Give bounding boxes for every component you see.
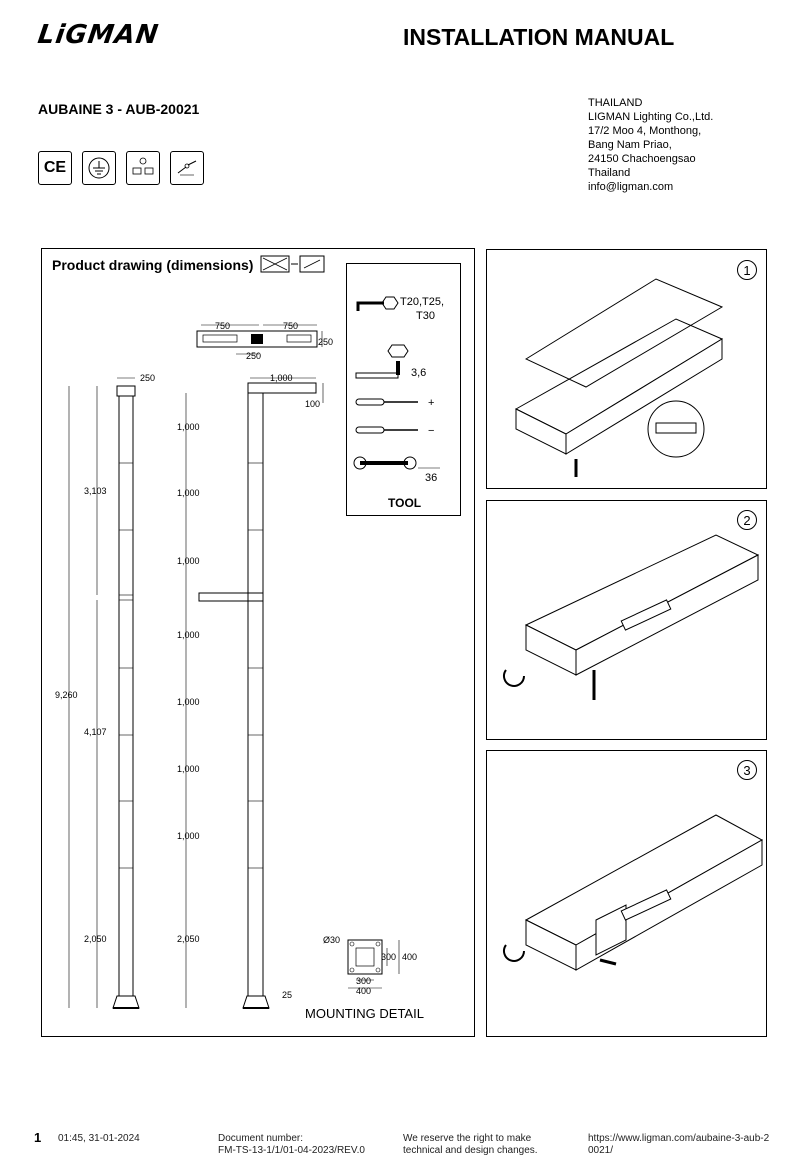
mounting-detail-label: MOUNTING DETAIL	[305, 1006, 424, 1021]
dim-label: 1,000	[177, 630, 200, 640]
drawing-title: Product drawing (dimensions)	[52, 257, 254, 273]
hex-size-label: 3,6	[411, 367, 427, 379]
dim-label: 250	[318, 337, 334, 347]
product-url-link[interactable]: https://www.ligman.com/aubaine-3-aub-2 0…	[588, 1133, 769, 1157]
dim-label: 1,000	[177, 488, 200, 498]
step-number: 1	[737, 260, 757, 280]
wrench-size-label: 36	[425, 472, 438, 484]
dim-label: 400	[402, 952, 418, 962]
step-2-illustration	[503, 534, 760, 700]
address-line: 17/2 Moo 4, Monthong,	[588, 125, 702, 137]
step-number: 2	[737, 510, 757, 530]
address-line: Thailand	[588, 167, 631, 179]
dim-label: 25	[282, 990, 293, 1000]
dim-label: 750	[283, 321, 299, 331]
flat-symbol: −	[428, 425, 435, 437]
dim-label: 1,000	[177, 764, 200, 774]
dim-label: 2,050	[177, 934, 200, 944]
pole-dimension-drawing	[68, 324, 400, 1009]
phillips-symbol: +	[428, 397, 435, 409]
dim-label: 1,000	[177, 831, 200, 841]
torx-label: T20,T25,	[400, 296, 445, 308]
rights-notice: We reserve the right to make technical a…	[403, 1133, 538, 1157]
dim-label: 3,103	[84, 486, 107, 496]
tool-illustrations	[353, 296, 440, 470]
dim-label: 1,000	[177, 556, 200, 566]
step-3-illustration	[503, 814, 764, 971]
print-datetime: 01:45, 31-01-2024	[58, 1133, 140, 1144]
dim-label: 9,260	[55, 690, 78, 700]
tools-info-icon	[170, 151, 204, 185]
step-number: 3	[737, 760, 757, 780]
dim-label: 1,000	[177, 697, 200, 707]
dim-label: 300	[381, 952, 397, 962]
address-line: LIGMAN Lighting Co.,Ltd.	[588, 111, 714, 123]
dim-label: 1,000	[270, 373, 293, 383]
dim-label: 300	[356, 976, 372, 986]
ce-mark-icon: CE	[38, 151, 72, 185]
earth-ground-icon	[82, 151, 116, 185]
step-panel-2	[486, 500, 767, 740]
product-drawing-panel	[41, 248, 475, 1037]
doc-number-label: Document number:	[218, 1133, 304, 1144]
tool-title: TOOL	[388, 496, 422, 510]
step-panel-3	[486, 750, 767, 1037]
torx-label: T30	[416, 310, 435, 322]
step-panel-1	[486, 249, 767, 489]
dim-label: 750	[215, 321, 231, 331]
email-link[interactable]: info@ligman.com	[588, 181, 674, 193]
dim-label: 4,107	[84, 727, 107, 737]
installation-info-icon	[126, 151, 160, 185]
dim-label: 100	[305, 399, 321, 409]
document-title: INSTALLATION MANUAL	[403, 24, 675, 50]
product-title: AUBAINE 3 - AUB-20021	[38, 101, 200, 117]
drawing-symbols	[260, 254, 326, 279]
dim-label: 250	[140, 373, 156, 383]
dim-label: 250	[246, 351, 262, 361]
address-line: Bang Nam Priao,	[588, 139, 672, 151]
dim-label: Ø30	[323, 935, 341, 945]
url-line: 0021/	[588, 1145, 614, 1156]
address-line: THAILAND	[588, 97, 643, 109]
step-1-illustration	[514, 278, 724, 477]
dim-label: 400	[356, 986, 372, 996]
brand-logo: LiGMAN	[35, 20, 161, 50]
dim-label: 2,050	[84, 934, 107, 944]
page-number: 1	[34, 1130, 42, 1145]
notice-line: technical and design changes.	[403, 1145, 538, 1156]
address-line: 24150 Chachoengsao	[588, 153, 696, 165]
notice-line: We reserve the right to make	[403, 1133, 532, 1144]
dim-label: 1,000	[177, 422, 200, 432]
url-line: https://www.ligman.com/aubaine-3-aub-2	[588, 1133, 770, 1144]
tool-panel	[346, 263, 461, 516]
company-address: THAILAND LIGMAN Lighting Co.,Ltd. 17/2 M…	[588, 96, 713, 194]
document-number: Document number: FM-TS-13-1/1/01-04-2023…	[218, 1133, 365, 1157]
doc-number-value: FM-TS-13-1/1/01-04-2023/REV.0	[218, 1145, 365, 1156]
